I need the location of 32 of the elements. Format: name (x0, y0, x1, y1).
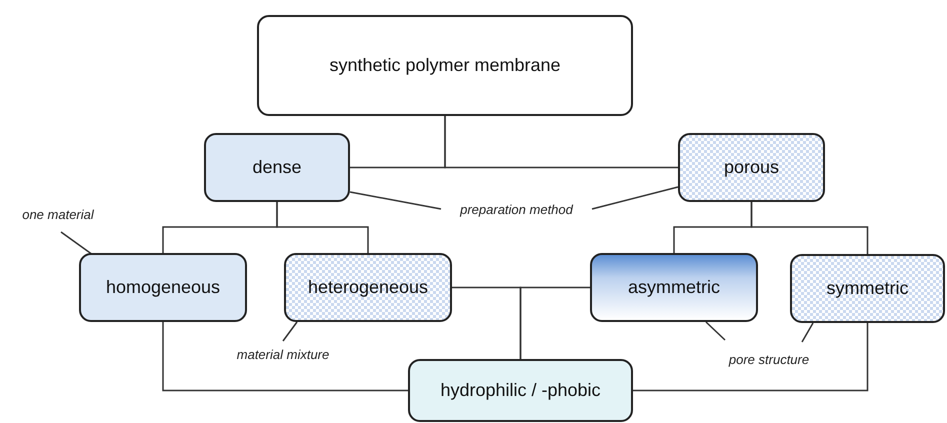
node-label: homogeneous (104, 277, 222, 298)
connector-line (633, 323, 868, 392)
leader-line (350, 191, 442, 210)
leader-line (801, 322, 814, 342)
connector-line (444, 116, 678, 168)
category-box (678, 133, 825, 202)
category-box (204, 133, 350, 202)
leader-line (282, 322, 298, 342)
annotation-text: pore structure (728, 352, 810, 366)
annotation-text: one material (21, 206, 95, 222)
node-label: porous (722, 157, 780, 178)
annotation-text: material mixture (236, 346, 330, 362)
leader-line (60, 231, 94, 256)
leader-line (705, 321, 726, 341)
category-box (79, 253, 247, 322)
node-label: symmetric (826, 278, 910, 299)
annotation-text: preparation method (458, 202, 574, 216)
root-node-box (257, 15, 633, 116)
category-box (590, 253, 758, 322)
category-box (284, 253, 452, 322)
connector-line (162, 322, 408, 392)
node-label: synthetic polymer membrane (328, 55, 562, 76)
node-label: dense (251, 157, 303, 178)
node-label: heterogeneous (306, 277, 430, 298)
category-box (790, 254, 945, 323)
node-label: hydrophilic / -phobic (439, 380, 602, 401)
connector-line (750, 202, 868, 254)
property-box (408, 359, 633, 422)
node-label: asymmetric (626, 277, 721, 298)
connector-line (520, 286, 590, 359)
leader-line (592, 186, 678, 210)
connector-line (276, 202, 369, 253)
